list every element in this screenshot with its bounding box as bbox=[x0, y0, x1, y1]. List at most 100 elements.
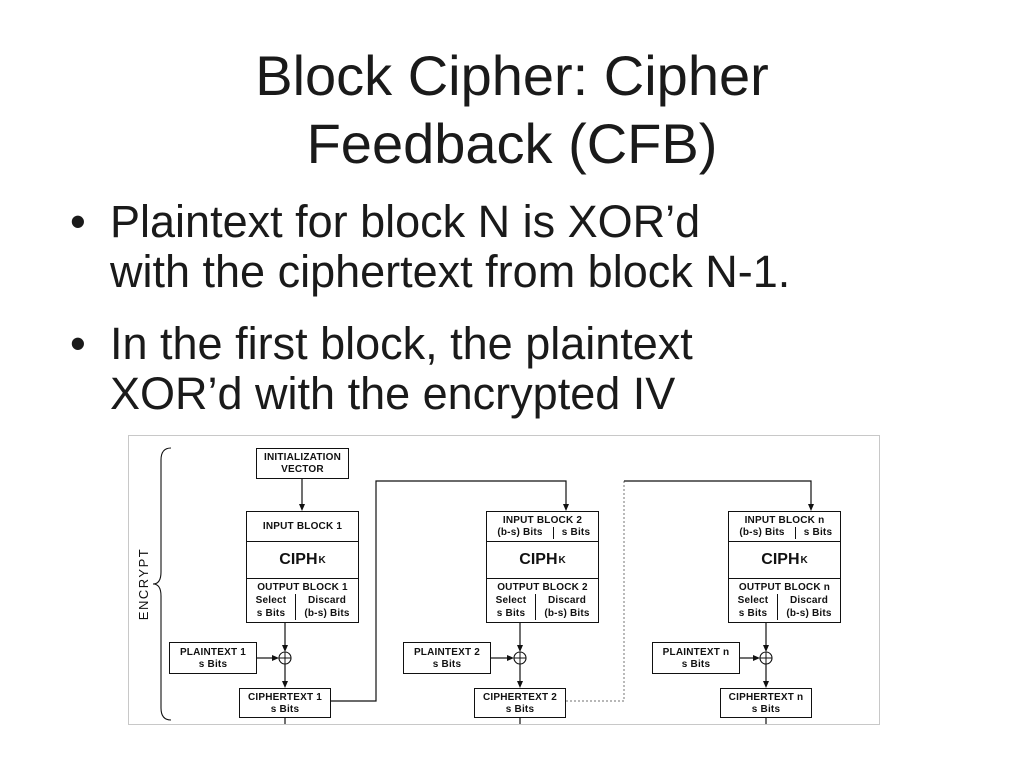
input-left-column: (b-s) Bits bbox=[729, 527, 795, 539]
bullet-text-line: In the first block, the plaintext bbox=[110, 318, 693, 369]
title-line: Block Cipher: Cipher bbox=[255, 44, 769, 107]
discard-bits: (b-s) Bits bbox=[786, 608, 832, 619]
output-block-1: OUTPUT BLOCK 1 Select s Bits Discard (b-… bbox=[247, 579, 358, 622]
xor-operator bbox=[278, 651, 292, 665]
output-block-n: OUTPUT BLOCK n Select s Bits Discard (b-… bbox=[729, 579, 840, 622]
input-block-1: INPUT BLOCK 1 bbox=[247, 512, 358, 542]
select-label: Select bbox=[737, 595, 769, 606]
output-split: Select s Bits Discard (b-s) Bits bbox=[247, 594, 358, 620]
input-split: (b-s) Bits s Bits bbox=[729, 526, 840, 539]
iv-label: INITIALIZATION bbox=[263, 452, 342, 463]
discard-label: Discard bbox=[547, 595, 587, 606]
discard-bits: (b-s) Bits bbox=[304, 608, 350, 619]
select-column: Select s Bits bbox=[487, 594, 535, 620]
bullet-list: • Plaintext for block N is XOR’d with th… bbox=[70, 196, 791, 441]
diagram-wires bbox=[152, 447, 814, 724]
bullet-dot-icon: • bbox=[70, 196, 86, 247]
plaintext-bits: s Bits bbox=[681, 659, 711, 670]
feedback-n-line bbox=[624, 480, 812, 504]
input-block-2: INPUT BLOCK 2 (b-s) Bits s Bits bbox=[487, 512, 598, 542]
input-split: (b-s) Bits s Bits bbox=[487, 526, 598, 539]
plaintext-bits: s Bits bbox=[198, 659, 228, 670]
ciphertext-1-box: CIPHERTEXT 1 s Bits bbox=[239, 688, 331, 718]
arrowhead-down bbox=[299, 504, 305, 511]
initialization-vector-box: INITIALIZATION VECTOR bbox=[256, 448, 349, 479]
plaintext-2-box: PLAINTEXT 2 s Bits bbox=[403, 642, 491, 674]
discard-bits: (b-s) Bits bbox=[544, 608, 590, 619]
output-block-label: OUTPUT BLOCK n bbox=[738, 582, 831, 593]
feedback-1-line bbox=[331, 480, 567, 702]
cipher-label: CIPH bbox=[761, 551, 800, 568]
arrowhead-right bbox=[507, 655, 514, 661]
input-left-bits: (b-s) Bits bbox=[739, 526, 785, 538]
ciphertext-2-box: CIPHERTEXT 2 s Bits bbox=[474, 688, 566, 718]
plaintext-n-box: PLAINTEXT n s Bits bbox=[652, 642, 740, 674]
discard-label: Discard bbox=[789, 595, 829, 606]
select-bits: s Bits bbox=[256, 608, 286, 619]
input-right-bits: s Bits bbox=[803, 526, 833, 538]
output-split: Select s Bits Discard (b-s) Bits bbox=[487, 594, 598, 620]
cipher-label: CIPH bbox=[279, 551, 318, 568]
output-block-label: OUTPUT BLOCK 2 bbox=[497, 582, 588, 593]
ciphertext-label: CIPHERTEXT n bbox=[728, 692, 804, 703]
select-column: Select s Bits bbox=[247, 594, 295, 620]
discard-column: Discard (b-s) Bits bbox=[535, 594, 598, 620]
cipher-key-subscript: K bbox=[558, 554, 566, 566]
input-block-n: INPUT BLOCK n (b-s) Bits s Bits bbox=[729, 512, 840, 542]
bullet-item: • Plaintext for block N is XOR’d with th… bbox=[70, 196, 791, 297]
arrowhead-right bbox=[272, 655, 279, 661]
plaintext-label: PLAINTEXT 1 bbox=[179, 647, 247, 658]
select-bits: s Bits bbox=[738, 608, 768, 619]
iv-label: VECTOR bbox=[281, 464, 324, 475]
output-split: Select s Bits Discard (b-s) Bits bbox=[729, 594, 840, 620]
title-line: Feedback (CFB) bbox=[306, 112, 718, 175]
select-label: Select bbox=[495, 595, 527, 606]
ciphertext-bits: s Bits bbox=[751, 704, 781, 715]
arrowhead-right bbox=[753, 655, 760, 661]
ciphertext-n-box: CIPHERTEXT n s Bits bbox=[720, 688, 812, 718]
input-right-column: s Bits bbox=[795, 526, 840, 539]
input-left-bits: (b-s) Bits bbox=[497, 526, 543, 538]
arrowhead-down bbox=[282, 645, 288, 652]
discard-label: Discard bbox=[307, 595, 347, 606]
cipher-key-subscript: K bbox=[318, 554, 326, 566]
bullet-item: • In the first block, the plaintext XOR’… bbox=[70, 318, 790, 419]
input-left-column: (b-s) Bits bbox=[487, 527, 553, 539]
input-block-label: INPUT BLOCK 1 bbox=[262, 520, 343, 532]
bullet-text-line: XOR’d with the encrypted IV bbox=[110, 368, 676, 419]
input-block-label: INPUT BLOCK 2 bbox=[502, 514, 583, 526]
bullet-text-line: with the ciphertext from block N-1. bbox=[110, 246, 791, 297]
arrowhead-down bbox=[763, 681, 769, 688]
select-column: Select s Bits bbox=[729, 594, 777, 620]
arrowhead-down bbox=[282, 681, 288, 688]
ciphertext-label: CIPHERTEXT 2 bbox=[482, 692, 558, 703]
plaintext-label: PLAINTEXT n bbox=[662, 647, 730, 658]
plaintext-1-box: PLAINTEXT 1 s Bits bbox=[169, 642, 257, 674]
bullet-dot-icon: • bbox=[70, 318, 86, 369]
bullet-text-line: Plaintext for block N is XOR’d bbox=[110, 196, 701, 247]
cipher-key-subscript: K bbox=[800, 554, 808, 566]
slide-title: Block Cipher: Cipher Feedback (CFB) bbox=[0, 42, 1024, 178]
xor-operator bbox=[759, 651, 773, 665]
select-bits: s Bits bbox=[496, 608, 526, 619]
arrowhead-down bbox=[563, 504, 569, 511]
discard-column: Discard (b-s) Bits bbox=[777, 594, 840, 620]
arrowhead-down bbox=[763, 645, 769, 652]
input-right-column: s Bits bbox=[553, 526, 598, 539]
plaintext-label: PLAINTEXT 2 bbox=[413, 647, 481, 658]
select-label: Select bbox=[255, 595, 287, 606]
arrowhead-down bbox=[517, 681, 523, 688]
input-right-bits: s Bits bbox=[561, 526, 591, 538]
feedback-2-dotted-line bbox=[566, 481, 625, 702]
arrowhead-down bbox=[517, 645, 523, 652]
input-block-label: INPUT BLOCK n bbox=[744, 514, 825, 526]
encrypt-brace bbox=[152, 447, 172, 721]
output-block-2: OUTPUT BLOCK 2 Select s Bits Discard (b-… bbox=[487, 579, 598, 622]
output-block-label: OUTPUT BLOCK 1 bbox=[257, 582, 348, 593]
